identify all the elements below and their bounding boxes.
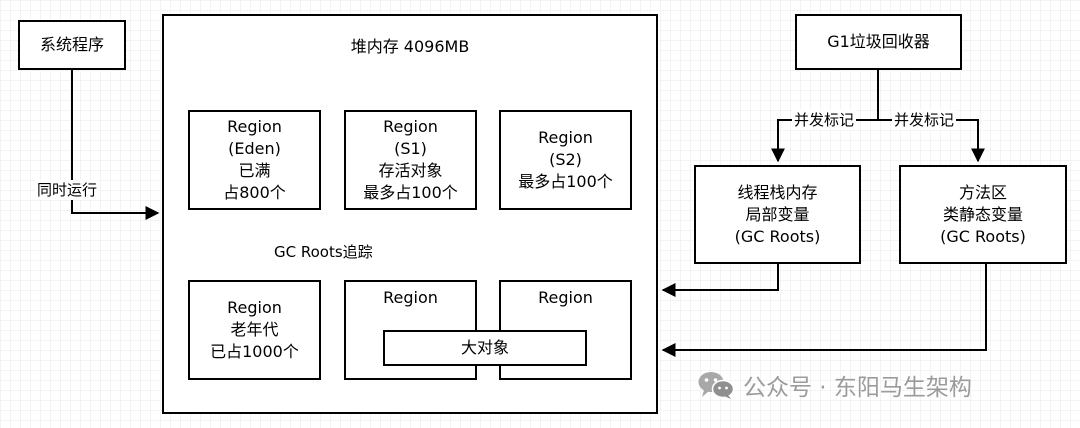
s2-line-2: (S2) xyxy=(549,150,582,169)
method-area-line-3: (GC Roots) xyxy=(940,226,1026,246)
thread-stack-line-3: (GC Roots) xyxy=(734,226,821,246)
system-program-label: 系统程序 xyxy=(39,35,104,54)
s1-line-4: 最多占100个 xyxy=(363,183,458,202)
thread-stack-line-2: 局部变量 xyxy=(745,204,810,224)
s1-line-3: 存活对象 xyxy=(378,161,443,180)
eden-line-4: 占800个 xyxy=(223,183,286,202)
old-line-1: Region xyxy=(227,298,282,317)
g1-collector-node[interactable]: G1垃圾回收器 xyxy=(795,14,962,70)
region-s2-node[interactable]: Region (S2) 最多占100个 xyxy=(499,110,632,210)
eden-line-1: Region xyxy=(227,117,282,136)
gc-roots-trace-label: GC Roots追踪 xyxy=(272,242,375,262)
region-6-label: Region xyxy=(538,288,593,307)
s2-line-3: 最多占100个 xyxy=(518,172,613,191)
watermark-text: 公众号 · 东阳马生架构 xyxy=(743,375,972,401)
edge-system-to-heap xyxy=(71,70,160,220)
region-5-label: Region xyxy=(383,288,438,307)
edge-thread-stack-to-heap xyxy=(661,264,779,297)
region-old-node[interactable]: Region 老年代 已占1000个 xyxy=(188,280,321,380)
thread-stack-node[interactable]: 线程栈内存 局部变量 (GC Roots) xyxy=(694,165,861,264)
concurrent-mark-right-label: 并发标记 xyxy=(892,110,957,130)
eden-line-2: (Eden) xyxy=(228,139,281,158)
watermark: 公众号 · 东阳马生架构 xyxy=(697,368,972,402)
method-area-line-1: 方法区 xyxy=(958,182,1007,202)
thread-stack-line-1: 线程栈内存 xyxy=(737,182,818,202)
large-object-node[interactable]: 大对象 xyxy=(383,330,587,366)
s1-line-1: Region xyxy=(383,117,438,136)
region-s1-node[interactable]: Region (S1) 存活对象 最多占100个 xyxy=(344,110,477,210)
heap-title-label: 堆内存 xyxy=(350,37,399,56)
old-line-3: 已占1000个 xyxy=(210,342,299,361)
run-concurrently-label: 同时运行 xyxy=(35,180,100,200)
heap-title: 堆内存 4096MB xyxy=(162,36,658,58)
method-area-line-2: 类静态变量 xyxy=(942,204,1023,224)
eden-line-3: 已满 xyxy=(238,161,271,180)
large-object-label: 大对象 xyxy=(460,338,509,357)
concurrent-mark-left-label: 并发标记 xyxy=(792,110,857,130)
heap-size-label: 4096MB xyxy=(403,37,470,56)
method-area-node[interactable]: 方法区 类静态变量 (GC Roots) xyxy=(899,165,1067,264)
g1-collector-label: G1垃圾回收器 xyxy=(827,32,930,51)
s2-line-1: Region xyxy=(538,128,593,147)
region-eden-node[interactable]: Region (Eden) 已满 占800个 xyxy=(188,110,321,210)
edge-method-area-to-heap xyxy=(661,264,987,357)
wechat-icon xyxy=(698,372,735,399)
old-line-2: 老年代 xyxy=(230,320,279,339)
s1-line-2: (S1) xyxy=(394,139,427,158)
system-program-node[interactable]: 系统程序 xyxy=(18,20,126,70)
